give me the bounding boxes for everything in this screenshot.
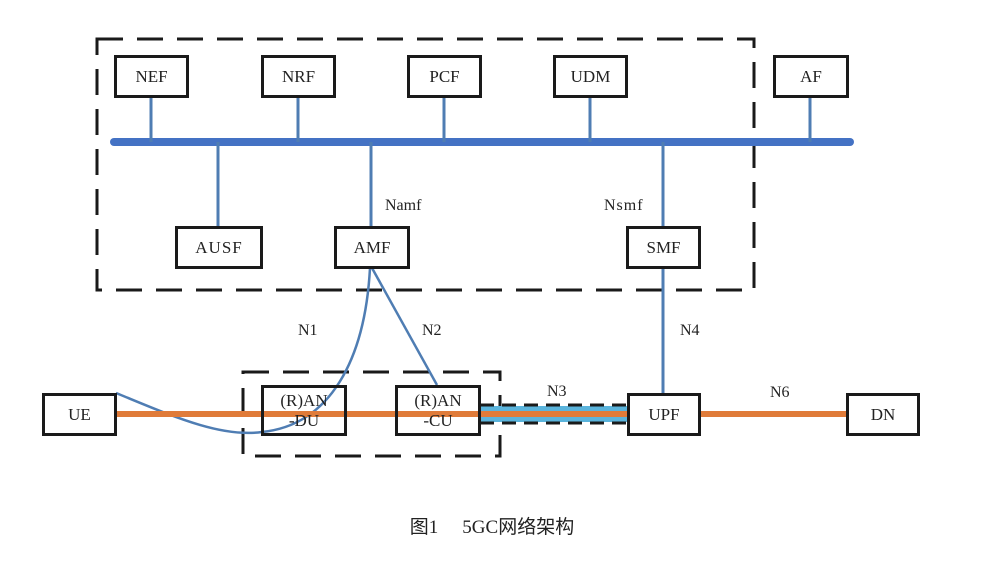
amf-label: AMF — [353, 237, 391, 257]
smf-label: SMF — [646, 237, 681, 257]
ausf-label: AUSF — [195, 237, 243, 257]
figure-caption: 图1 5GC网络架构 — [0, 512, 984, 539]
n6-label: N6 — [770, 384, 790, 401]
af-node: AF — [773, 55, 849, 98]
ran-cu-node: (R)AN-CU — [395, 385, 481, 436]
n4-label: N4 — [680, 322, 700, 339]
nrf-node: NRF — [261, 55, 336, 98]
core-network-boundary — [95, 37, 756, 292]
ran-du-label-2: -DU — [288, 410, 320, 430]
dn-node: DN — [846, 393, 920, 436]
ausf-node: AUSF — [175, 226, 263, 269]
af-label: AF — [800, 66, 822, 86]
ue-node: UE — [42, 393, 117, 436]
caption-figure-number: 图1 — [409, 517, 439, 538]
pcf-label: PCF — [429, 66, 460, 86]
n2-label: N2 — [422, 322, 442, 339]
nef-label: NEF — [135, 66, 168, 86]
amf-node: AMF — [334, 226, 410, 269]
nef-node: NEF — [114, 55, 189, 98]
upf-label: UPF — [648, 404, 680, 424]
ue-label: UE — [68, 404, 91, 424]
ran-cu-label-2: -CU — [423, 410, 453, 430]
ran-du-label-1: (R)AN — [280, 390, 328, 410]
dn-label: DN — [870, 404, 896, 424]
udm-label: UDM — [570, 66, 611, 86]
ran-cu-label-1: (R)AN — [414, 390, 462, 410]
nrf-label: NRF — [281, 66, 316, 86]
upf-node: UPF — [627, 393, 701, 436]
namf-label: Namf — [385, 197, 422, 214]
nsmf-label: Nsmf — [604, 197, 644, 214]
smf-node: SMF — [626, 226, 701, 269]
ran-du-node: (R)AN-DU — [261, 385, 347, 436]
n3-label: N3 — [547, 383, 567, 400]
udm-node: UDM — [553, 55, 628, 98]
n1-label: N1 — [298, 322, 318, 339]
pcf-node: PCF — [407, 55, 482, 98]
n2-link — [370, 267, 439, 386]
caption-title: 5GC网络架构 — [462, 517, 575, 538]
